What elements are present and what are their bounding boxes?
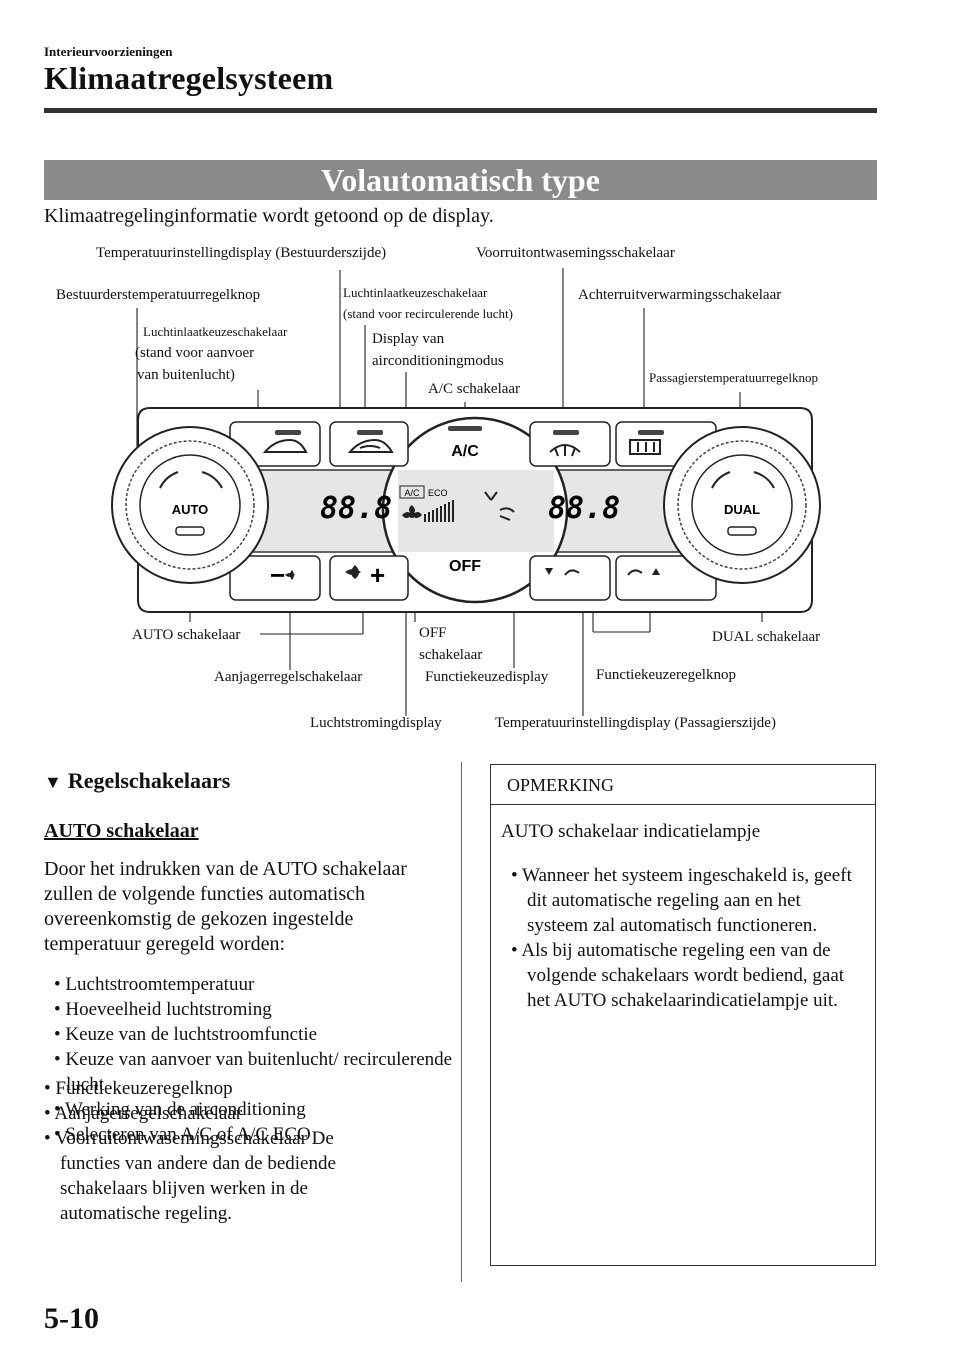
note-subtitle: AUTO schakelaar indicatielampje [501,821,761,842]
label-ac-mode-display-2: airconditioningmodus [372,353,504,369]
note-box: OPMERKING AUTO schakelaar indicatielampj… [490,764,876,1266]
note-sublist: • Functiekeuzeregelknop • Aanjagerregels… [38,1076,378,1226]
defrost-button [529,421,611,467]
list-item: • Functiekeuzeregelknop [44,1078,233,1099]
fan-small-icon [285,570,295,580]
list-item: • Hoeveelheid luchtstroming [54,999,272,1020]
fan-down-button [229,555,321,601]
label-dual-switch: DUAL schakelaar [712,629,821,645]
label-mode-display: Functiekeuzedisplay [425,669,549,685]
list-item: • Luchtstroomtemperatuur [54,974,255,995]
center-display [398,470,554,552]
intake-recirc-button [329,421,409,467]
auto-button-label: AUTO [172,502,209,517]
page-title: Klimaatregelsysteem [44,60,334,96]
triangle-icon: ▼ [44,772,62,792]
label-ac-mode-display: Display van [372,331,445,347]
note-list: • Wanneer het systeem ingeschakeld is, g… [505,863,865,1013]
list-item: • Keuze van aanvoer van buitenlucht/ rec… [54,1049,453,1095]
list-item: • Keuze van de luchtstroomfunctie [54,1024,318,1045]
list-item: • Wanneer het systeem ingeschakeld is, g… [511,865,852,936]
label-driver-temp-knob: Bestuurderstemperatuurregelknop [56,287,261,303]
ac-indicator: A/C [404,488,420,498]
breadcrumb: Interieurvoorzieningen [44,44,173,59]
fan-up-button [329,555,409,601]
rear-defrost-icon [629,439,661,455]
fan-large-icon [345,565,361,579]
label-rear-defrost: Achterruitverwarmingsschakelaar [578,287,782,303]
temp-display-right: 88.8 [548,491,620,526]
dual-button-label: DUAL [724,502,760,517]
label-temp-display-driver: Temperatuurinstellingdisplay (Bestuurder… [96,245,387,261]
label-intake-outside-2: (stand voor aanvoer [135,345,255,361]
note-heading: OPMERKING [491,765,875,805]
label-passenger-temp-knob: Passagierstemperatuurregelknop [649,370,818,385]
intro-text: Klimaatregelinginformatie wordt getoond … [44,205,494,227]
title-rule [44,108,877,113]
function-list: • Luchtstroomtemperatuur • Hoeveelheid l… [54,972,454,1147]
defrost-icon [549,444,581,457]
up-arrow-icon [652,568,660,575]
label-intake-recirc: Luchtinlaatkeuzeschakelaar [343,285,488,300]
mode-down-button [529,555,611,601]
page-number: 5-10 [44,1302,99,1335]
temp-display-left: 88.8 [320,491,392,526]
list-item: • Aanjagerregelschakelaar [44,1103,243,1124]
eco-indicator: ECO [428,488,448,498]
fan-minus: − [270,560,285,590]
label-fan-control: Aanjagerregelschakelaar [214,669,363,685]
section-heading: ▼Regelschakelaars [44,768,231,793]
list-item: • Voorruitontwasemingsschakelaar De func… [44,1128,336,1224]
label-off-switch-2: schakelaar [419,647,483,663]
airflow-bar [424,500,454,522]
column-divider [461,762,462,1282]
list-item: • Als bij automatische regeling een van … [511,940,845,1011]
label-ac-switch: A/C schakelaar [428,381,521,397]
label-intake-outside: Luchtinlaatkeuzeschakelaar [143,324,288,339]
list-item: • Selecteren van A/C of A/C ECO [54,1124,311,1145]
off-button-label: OFF [449,558,481,575]
label-airflow-display: Luchtstromingdisplay [310,715,442,731]
section-banner: Volautomatisch type [44,160,877,200]
list-item: • Werking van de airconditioning [54,1099,306,1120]
fan-plus: + [370,560,385,590]
auto-description: Door het indrukken van de AUTO schakelaa… [44,858,407,955]
auto-heading: AUTO schakelaar [44,820,199,842]
climate-panel-diagram: A/C OFF 88.8 88.8 A/C ECO − + AUTO DUAL [111,268,821,716]
label-auto-switch: AUTO schakelaar [132,627,241,643]
ac-button-label: A/C [451,443,479,460]
down-arrow-icon [545,568,553,575]
label-intake-recirc-2: (stand voor recirculerende lucht) [343,306,514,321]
label-off-switch: OFF [419,625,447,641]
mode-display-icon [484,491,515,521]
label-mode-knob: Functiekeuzeregelknop [596,667,736,683]
fan-icon [402,505,422,518]
car-recirc-icon [347,438,394,453]
car-outside-icon [262,438,308,453]
label-temp-display-passenger: Temperatuurinstellingdisplay (Passagiers… [495,715,776,731]
label-windshield-defrost: Voorruitontwasemingsschakelaar [476,245,675,261]
label-intake-outside-3: van buitenlucht) [137,367,235,383]
